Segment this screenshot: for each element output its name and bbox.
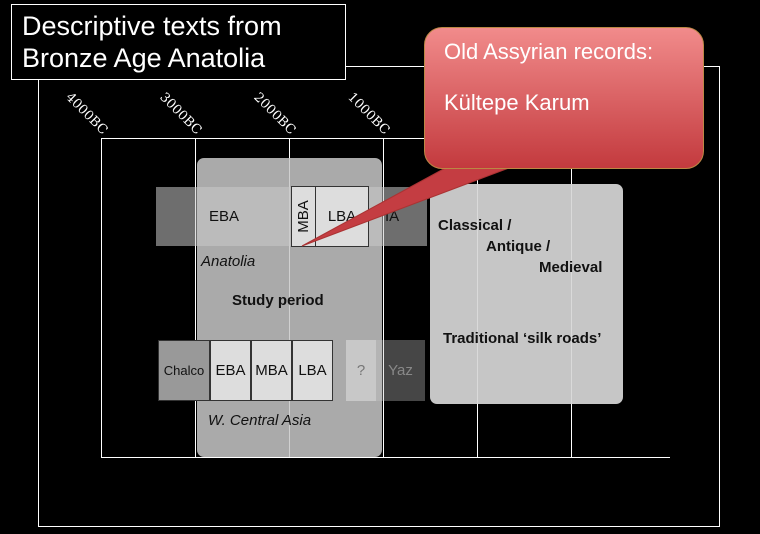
antique-label: Antique / — [486, 238, 551, 255]
callout-line-1: Old Assyrian records: — [444, 39, 654, 64]
gridline — [195, 138, 196, 458]
title-line-1: Descriptive texts from — [22, 11, 282, 41]
later-periods-panel — [430, 184, 623, 404]
callout-line-2: Kültepe Karum — [444, 90, 590, 115]
callout-tail-shape — [301, 159, 531, 247]
anatolia-label: Anatolia — [201, 253, 256, 270]
central-asia-eba-cell: EBA — [210, 340, 251, 401]
central-asia-yaz-cell: Yaz — [376, 340, 425, 401]
timeline-frame — [101, 138, 670, 458]
medieval-label: Medieval — [539, 259, 603, 276]
classical-label: Classical / — [438, 217, 512, 234]
central-asia-mba-cell: MBA — [251, 340, 292, 401]
callout-bubble: Old Assyrian records: Kültepe Karum — [424, 27, 704, 169]
slide-title: Descriptive texts from Bronze Age Anatol… — [11, 4, 346, 80]
central-asia-chalco-cell: Chalco — [158, 340, 210, 401]
gridline — [383, 138, 384, 458]
central-asia-lba-cell: LBA — [292, 340, 333, 401]
anatolia-eba-cell: EBA — [156, 187, 292, 246]
title-line-2: Bronze Age Anatolia — [22, 43, 266, 73]
central-asia-unknown-cell: ? — [346, 340, 376, 401]
outer-frame — [38, 66, 720, 527]
central-asia-label: W. Central Asia — [208, 412, 312, 429]
silk-roads-label: Traditional ‘silk roads’ — [443, 330, 602, 347]
study-period-label: Study period — [232, 292, 324, 309]
